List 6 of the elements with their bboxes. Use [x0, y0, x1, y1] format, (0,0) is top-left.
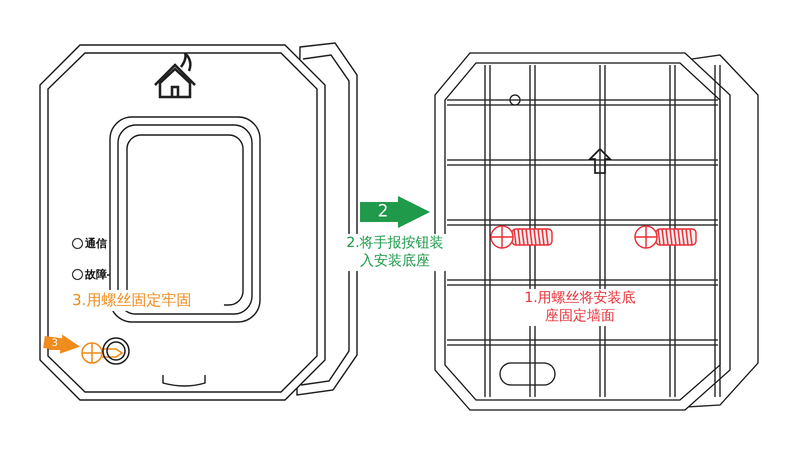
indicator-label: 故障 [85, 267, 107, 282]
edge-label: 3 [48, 338, 61, 350]
indicator-label: 通信 [85, 236, 107, 251]
arrow [43, 334, 80, 354]
arrow [360, 196, 430, 228]
step-text: 3.用螺丝固定牢固 [70, 290, 224, 311]
